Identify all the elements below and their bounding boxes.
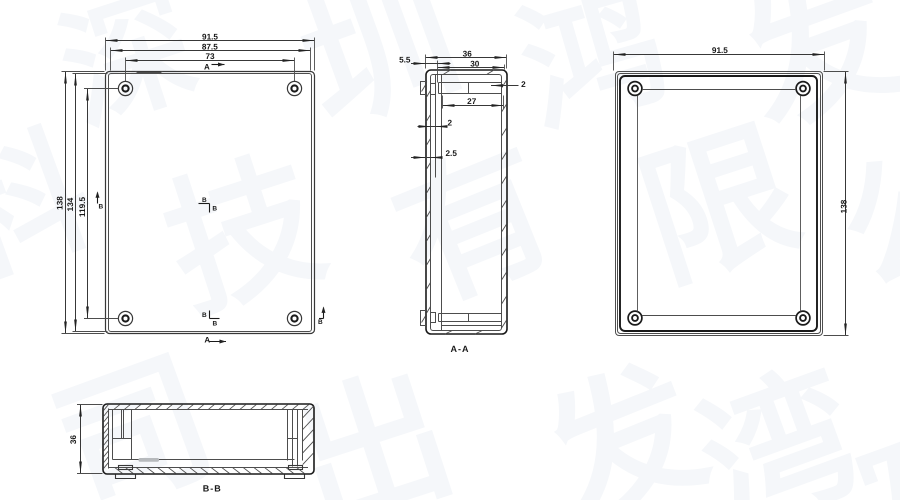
svg-text:B-B: B-B [203, 484, 222, 494]
svg-text:B: B [213, 320, 218, 327]
svg-text:138: 138 [840, 199, 849, 213]
svg-text:A: A [204, 336, 210, 345]
svg-text:27: 27 [467, 97, 477, 106]
svg-text:91.5: 91.5 [712, 46, 728, 55]
svg-text:A: A [204, 62, 210, 71]
svg-text:2: 2 [521, 80, 526, 89]
svg-text:30: 30 [470, 59, 480, 68]
svg-text:5.5: 5.5 [399, 56, 411, 65]
svg-text:36: 36 [69, 435, 78, 445]
svg-text:119.5: 119.5 [78, 197, 87, 217]
svg-text:B: B [212, 206, 217, 213]
svg-text:36: 36 [463, 49, 473, 58]
svg-text:91.5: 91.5 [202, 33, 218, 42]
svg-text:2.5: 2.5 [446, 149, 458, 158]
svg-text:87.5: 87.5 [202, 43, 218, 52]
svg-text:B: B [202, 312, 207, 319]
svg-text:138: 138 [55, 196, 64, 210]
svg-text:B: B [98, 204, 103, 211]
svg-text:134: 134 [66, 197, 75, 211]
svg-text:73: 73 [205, 52, 215, 61]
svg-text:B: B [202, 197, 207, 204]
svg-text:B: B [318, 319, 323, 326]
svg-text:A-A: A-A [451, 344, 470, 354]
svg-text:2: 2 [448, 118, 453, 127]
